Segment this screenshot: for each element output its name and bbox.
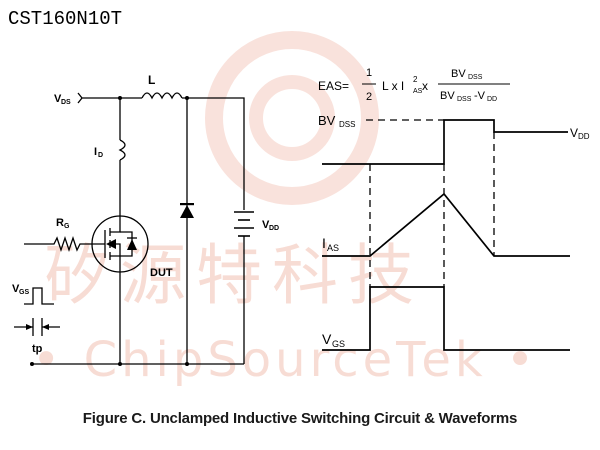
bottom-terminal — [30, 362, 34, 366]
vdd-battery — [234, 211, 254, 237]
formula-num-sub: DSS — [468, 74, 483, 81]
figure-caption: Figure C. Unclamped Inductive Switching … — [82, 410, 518, 427]
formula-lhs: EAS= — [318, 79, 349, 93]
formula-den-tail-sub: DD — [487, 96, 497, 103]
formula-half-den: 2 — [366, 91, 372, 103]
formula-times: x — [422, 79, 428, 93]
vds-label-sub: DS — [61, 99, 71, 106]
ias-waveform — [322, 192, 570, 257]
tp-arrow-left — [26, 324, 33, 330]
mosfet-leads — [110, 224, 121, 282]
bvdss-label: BV — [318, 113, 336, 128]
vdd-waveform-label: V — [570, 126, 578, 140]
id-label: I — [94, 146, 97, 158]
formula-den: BV — [440, 90, 455, 102]
body-diode-triangle — [127, 239, 137, 250]
formula-i-sub: AS — [413, 88, 423, 95]
formula-half-num: 1 — [366, 67, 372, 79]
formula-i-sup: 2 — [413, 75, 418, 84]
junction-drain — [118, 96, 122, 100]
vgs-waveform-label-sub: GS — [332, 339, 345, 349]
part-number-title: CST160N10T — [8, 8, 123, 30]
vgs-label-sub: GS — [19, 289, 29, 296]
tp-arrow-right — [42, 324, 49, 330]
formula-den-tail: -V — [474, 90, 486, 102]
circuit — [14, 92, 245, 365]
tp-marker — [14, 318, 60, 336]
dut-label: DUT — [150, 267, 173, 279]
mosfet-gate — [97, 230, 106, 258]
bvdss-label-sub: DSS — [339, 120, 355, 129]
watermark-logo — [205, 31, 379, 205]
vdd-circuit-label: V — [262, 219, 270, 231]
top-rail-wire — [182, 97, 245, 210]
vgs-waveform-label: V — [322, 331, 332, 347]
formula-den-sub: DSS — [457, 96, 472, 103]
watermark-english: • ChipSourceTek • — [32, 332, 539, 388]
inductor-L — [141, 92, 183, 100]
watermark-chinese: 矽源特科技 — [44, 237, 424, 314]
vdd-waveform-label-sub: DD — [578, 132, 590, 141]
reference-dashes — [366, 119, 495, 287]
formula-num: BV — [451, 68, 466, 80]
id-label-sub: D — [98, 152, 103, 159]
eas-formula: EAS= 1 2 L x I AS 2 x BV DSS BV DSS -V D… — [318, 67, 497, 103]
rg-resistor — [24, 235, 97, 253]
formula-l-times-i: L x I — [382, 79, 404, 93]
inductor-label: L — [148, 73, 155, 87]
junction-diode-top — [185, 96, 189, 100]
junction-diode-bottom — [185, 362, 189, 366]
tp-label: tp — [32, 343, 43, 355]
vgs-waveform — [322, 286, 570, 351]
id-current-coil — [118, 139, 126, 161]
mosfet-arrow — [106, 239, 116, 249]
vds-terminal-wire — [77, 92, 142, 104]
vdd-circuit-label-sub: DD — [269, 225, 279, 232]
rg-label: R — [56, 217, 64, 229]
vds-waveform — [322, 119, 568, 165]
vgs-pulse-symbol — [24, 287, 54, 305]
circuit-fills — [26, 96, 194, 366]
vds-label: V — [54, 93, 62, 105]
junction-source — [118, 362, 122, 366]
diode-bar — [180, 203, 194, 206]
vgs-label: V — [12, 283, 20, 295]
ias-label-sub: AS — [327, 243, 339, 253]
diode-triangle — [180, 205, 194, 218]
rg-label-sub: G — [64, 223, 70, 230]
ias-label: I — [322, 235, 326, 251]
